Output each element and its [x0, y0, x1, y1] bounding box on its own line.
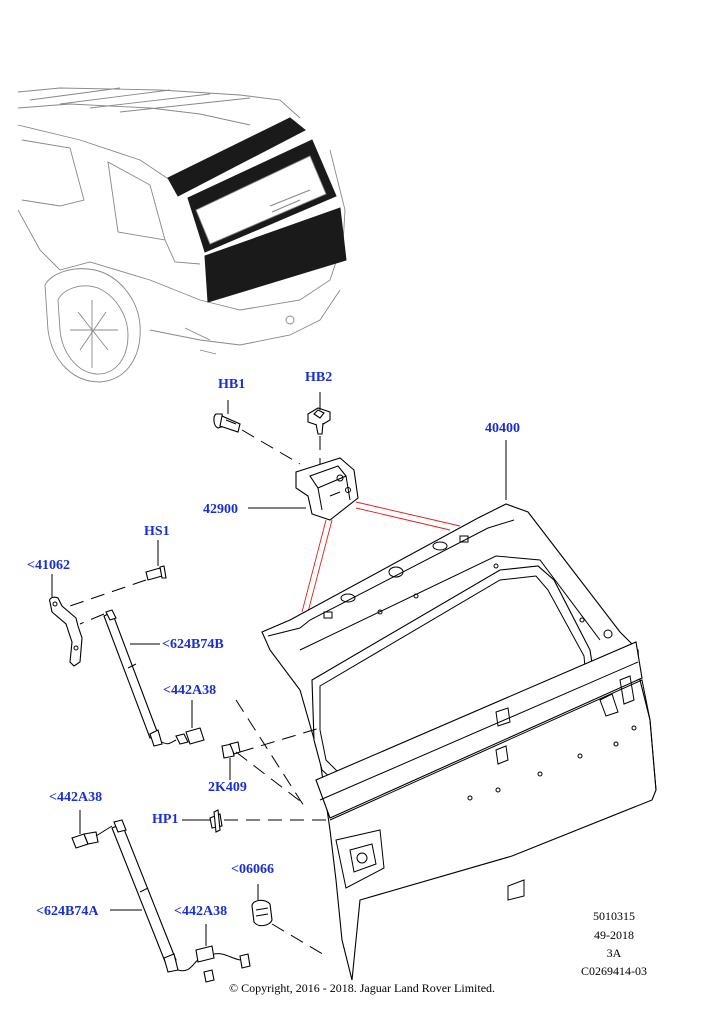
ref-line-4: C0269414-03	[581, 964, 647, 978]
callout-06066[interactable]: <06066	[231, 862, 274, 877]
tailgate-hinge-42900[interactable]	[248, 457, 359, 521]
callout-442a38-left[interactable]: <442A38	[49, 790, 103, 805]
gas-strut-624b74b[interactable]	[103, 609, 163, 747]
hinge-position-indicators	[301, 501, 461, 613]
callout-hb1[interactable]: HB1	[218, 377, 246, 392]
ref-line-3: 3A	[606, 946, 622, 960]
vehicle-overview	[17, 87, 347, 383]
copyright-notice: © Copyright, 2016 - 2018. Jaguar Land Ro…	[228, 981, 496, 995]
callout-624b74b[interactable]: <624B74B	[162, 637, 224, 652]
ref-line-1: 5010315	[593, 909, 635, 923]
strut-connector-442a38-top[interactable]	[161, 700, 205, 745]
callout-hb2[interactable]: HB2	[305, 370, 333, 385]
pin-hp1[interactable]	[182, 809, 223, 833]
callout-40400[interactable]: 40400	[485, 421, 520, 436]
stop-buffer-06066[interactable]	[251, 884, 273, 927]
callout-624b74a[interactable]: <624B74A	[36, 904, 99, 919]
callout-hs1[interactable]: HS1	[144, 524, 170, 539]
strut-connector-442a38-left[interactable]	[71, 810, 113, 849]
strut-bracket-41062[interactable]	[49, 574, 83, 667]
ref-line-2: 49-2018	[594, 928, 634, 942]
callout-41062[interactable]: <41062	[27, 558, 70, 573]
callout-442a38-bottom[interactable]: <442A38	[174, 904, 228, 919]
rear-window-glass	[167, 117, 306, 197]
hinge-nut-hb2[interactable]	[307, 392, 331, 435]
stud-hs1[interactable]	[145, 540, 167, 581]
hinge-bolt-hb1[interactable]	[213, 400, 241, 433]
gas-strut-624b74a[interactable]	[110, 819, 179, 973]
tailgate-assembly-40400[interactable]	[261, 440, 657, 981]
callout-42900[interactable]: 42900	[203, 502, 238, 517]
strut-connector-442a38-bottom[interactable]	[177, 924, 251, 983]
callout-hp1[interactable]: HP1	[152, 812, 179, 827]
callout-2k409[interactable]: 2K409	[208, 780, 247, 795]
callout-442a38-top[interactable]: <442A38	[163, 683, 217, 698]
tailgate-lower-panel	[204, 207, 347, 303]
clip-2k409[interactable]	[221, 741, 241, 780]
